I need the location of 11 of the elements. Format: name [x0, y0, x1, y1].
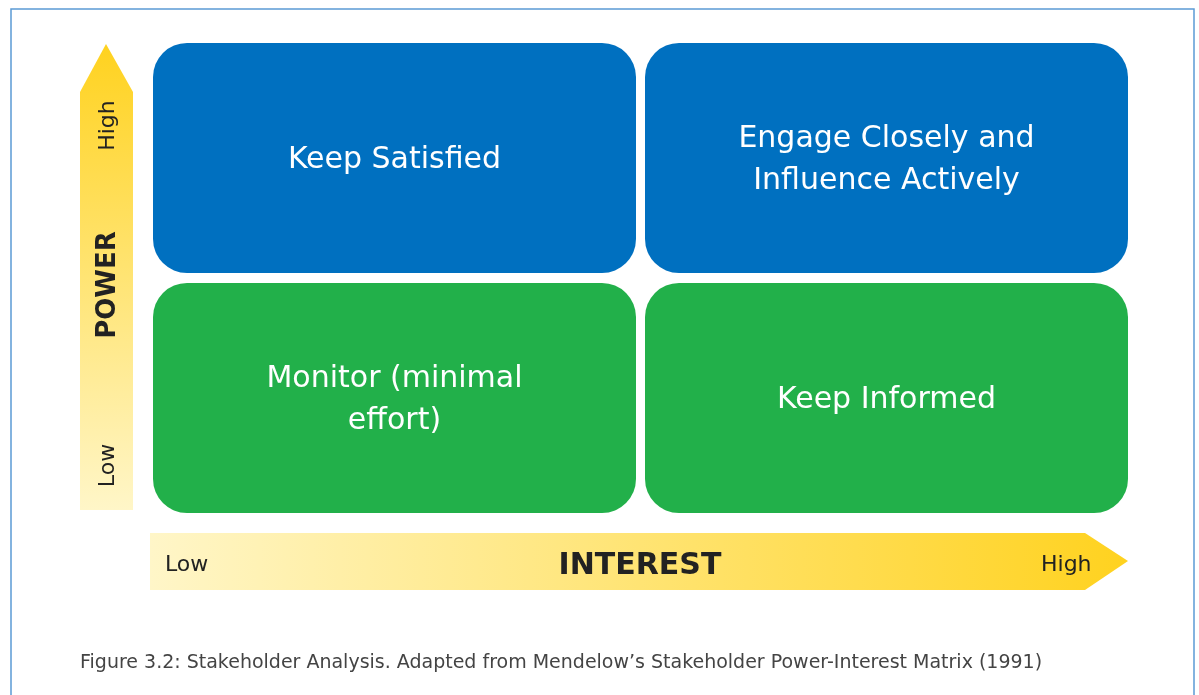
high-power-quadrant: Keep Satisfied: [153, 43, 636, 273]
axis-label: Low: [165, 550, 209, 576]
axis-label: High: [93, 99, 119, 151]
low-power-quadrant: Monitor (minimal effort): [153, 283, 636, 513]
axis-title: POWER: [90, 231, 121, 339]
axis-title: INTEREST: [558, 545, 722, 581]
figure-caption: Figure 3.2: Stakeholder Analysis. Adapted from Mendelow’s Stakeholder Power-Interest Matrix (1991): [80, 650, 1043, 672]
high-power-quadrant: Engage Closely and Influence Actively: [645, 43, 1128, 273]
low-power-quadrant: Keep Informed: [645, 283, 1128, 513]
axis-label: Low: [93, 443, 119, 487]
axis-label: High: [1041, 550, 1092, 576]
